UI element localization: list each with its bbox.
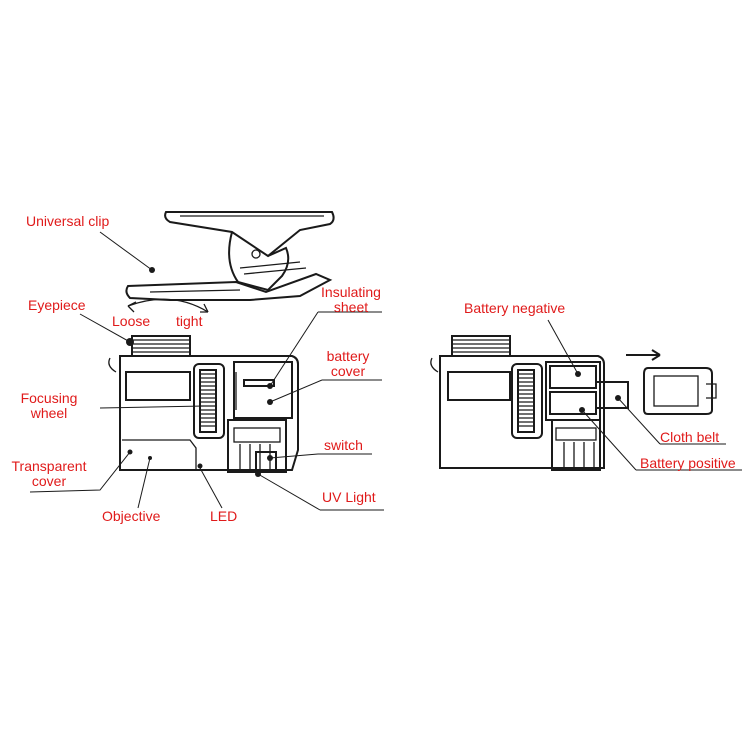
label-insulating-sheet: Insulating sheet [316, 285, 386, 315]
label-objective: Objective [102, 508, 161, 524]
label-eyepiece: Eyepiece [28, 297, 86, 313]
label-focusing-wheel-line2: wheel [30, 405, 68, 421]
label-led: LED [210, 508, 238, 524]
label-battery-positive: Battery positive [640, 455, 736, 471]
leader-lines [29, 231, 742, 511]
label-uv-light: UV Light [322, 489, 376, 505]
label-switch: switch [324, 437, 363, 453]
loose-tight-arrow [127, 298, 209, 313]
universal-clip-drawing [125, 211, 335, 301]
label-battery-negative: Battery negative [464, 300, 566, 316]
label-loose: Loose [112, 313, 151, 329]
label-insulating-sheet-line2: sheet [333, 299, 369, 315]
left-microscope-body [108, 335, 299, 473]
label-focusing-wheel-line1: Focusing [20, 390, 78, 406]
label-transparent-cover-line1: Transparent [11, 458, 87, 474]
label-transparent-cover: Transparent cover [6, 459, 92, 489]
label-transparent-cover-line2: cover [31, 473, 67, 489]
label-insulating-sheet-line1: Insulating [321, 284, 381, 300]
label-universal-clip: Universal clip [26, 213, 110, 229]
label-battery-cover-line1: battery [326, 348, 370, 364]
removed-battery-cover [643, 367, 717, 415]
label-battery-cover: battery cover [320, 349, 376, 379]
label-cloth-belt: Cloth belt [660, 429, 720, 445]
label-tight: tight [176, 313, 203, 329]
label-battery-cover-line2: cover [330, 363, 366, 379]
right-microscope-body [430, 335, 629, 471]
label-focusing-wheel: Focusing wheel [14, 391, 84, 421]
